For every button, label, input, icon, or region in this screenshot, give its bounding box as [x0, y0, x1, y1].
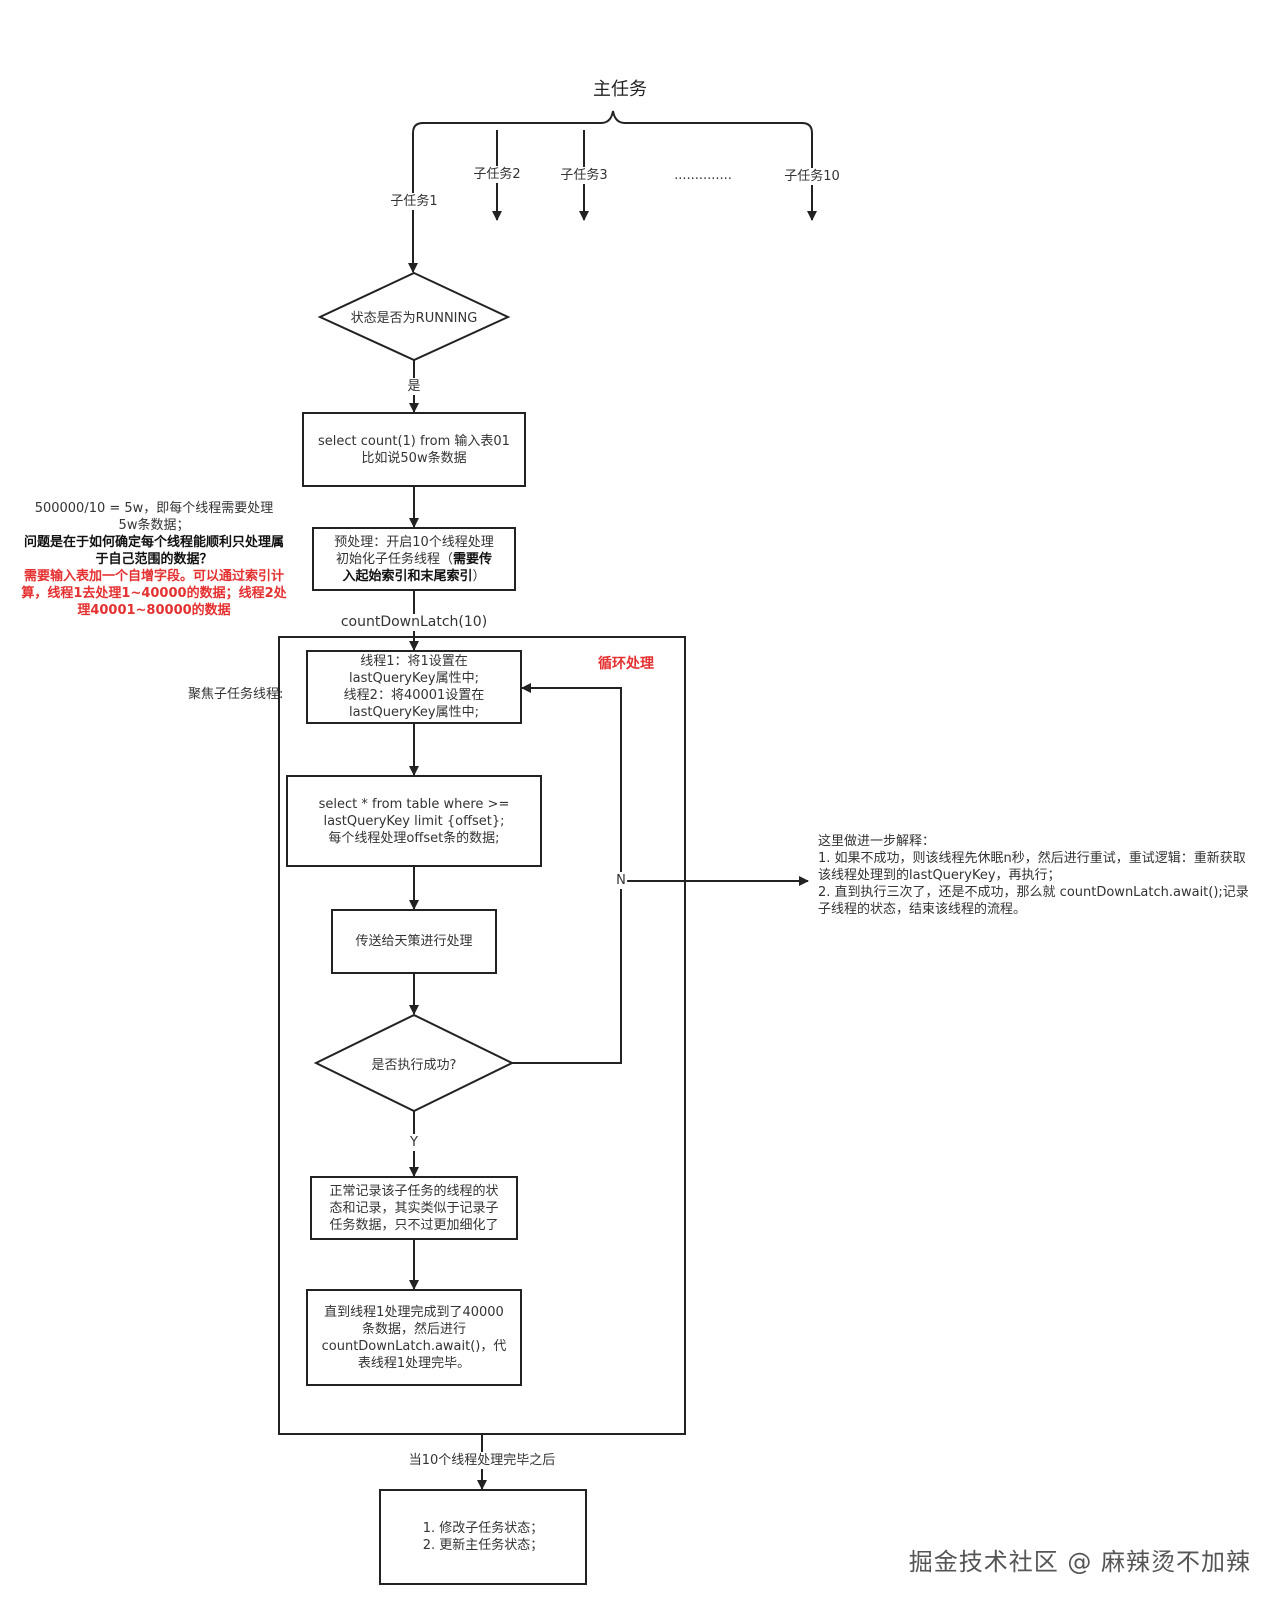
label-after: 当10个线程处理完毕之后	[408, 1452, 556, 1469]
box-record: 正常记录该子任务的线程的状 态和记录，其实类似于记录子 任务数据，只不过更加细化…	[311, 1177, 517, 1239]
box-thread-line4: lastQueryKey属性中;	[349, 705, 479, 720]
box-preprocess-line2-normal: 初始化子任务线程（	[335, 551, 453, 567]
box-send-shape	[331, 909, 497, 974]
box-record-line1: 正常记录该子任务的线程的状	[329, 1183, 499, 1199]
box-select-line2: lastQueryKey limit {offset};	[323, 813, 505, 829]
box-preprocess-line3-bold: 入起始索引和末尾索引	[342, 568, 473, 584]
box-record-line2: 态和记录，其实类似于记录子	[329, 1200, 499, 1216]
box-send: 传送给天策进行处理	[355, 934, 473, 949]
box-count-line1: select count(1) from 输入表01	[318, 433, 510, 449]
box-final-shape	[379, 1489, 587, 1585]
box-preprocess-line1: 预处理：开启10个线程处理	[334, 534, 494, 550]
subtask-3-label: 子任务3	[560, 167, 608, 184]
label-countdown: countDownLatch(10)	[340, 614, 488, 631]
box-final-line1: 1. 修改子任务状态；	[422, 1521, 544, 1536]
box-done-line3: countDownLatch.await()，代	[321, 1338, 507, 1354]
box-count: select count(1) from 输入表01 比如说50w条数据	[303, 413, 525, 486]
box-preprocess-line2: 初始化子任务线程（需要传	[336, 551, 492, 568]
left-note: 500000/10 = 5w，即每个线程需要处理 5w条数据； 问题是在于如何确…	[20, 500, 288, 619]
box-select-line3: 每个线程处理offset条的数据;	[328, 830, 500, 846]
box-done-shape	[306, 1289, 522, 1386]
label-y: Y	[410, 1134, 418, 1151]
main-task-brace	[412, 110, 813, 134]
label-focus: 聚焦子任务线程:	[188, 687, 284, 702]
subtask-1-label: 子任务1	[390, 193, 438, 210]
arrow-retry-loop	[512, 683, 622, 1064]
watermark: 掘金技术社区 @ 麻辣烫不加辣	[908, 1548, 1251, 1576]
box-thread-line1: 线程1：将1设置在	[360, 654, 468, 669]
box-final-line2: 2. 更新主任务状态；	[422, 1538, 544, 1553]
box-thread-line3: 线程2：将40001设置在	[343, 688, 485, 703]
left-note-answer: 需要输入表加一个自增字段。可以通过索引计算，线程1去处理1~40000的数据；线…	[21, 569, 287, 618]
label-yes: 是	[407, 378, 421, 395]
box-done-line2: 条数据，然后进行	[361, 1321, 466, 1337]
decision-success: 是否执行成功?	[371, 1057, 457, 1073]
right-note-line3: 2. 直到执行三次了，还是不成功，那么就 countDownLatch.awai…	[818, 885, 1249, 917]
box-thread-shape	[306, 650, 522, 724]
box-select: select * from table where >= lastQueryKe…	[287, 776, 541, 866]
decision-running: 状态是否为RUNNING	[350, 311, 478, 326]
box-preprocess-line3: 入起始索引和末尾索引）	[342, 568, 485, 585]
box-record-line3: 任务数据，只不过更加细化了	[329, 1217, 499, 1233]
right-note: 这里做进一步解释： 1. 如果不成功，则该线程先休眠n秒，然后进行重试，重试逻辑…	[818, 833, 1258, 918]
box-record-shape	[310, 1176, 518, 1240]
right-note-line2: 1. 如果不成功，则该线程先休眠n秒，然后进行重试，重试逻辑：重新获取该线程处理…	[818, 851, 1246, 883]
box-final: 1. 修改子任务状态； 2. 更新主任务状态；	[380, 1490, 586, 1584]
label-n: N	[615, 872, 627, 889]
box-done-line1: 直到线程1处理完成到了40000	[324, 1304, 504, 1320]
box-preprocess-line3-normal: ）	[472, 568, 486, 584]
subtask-ellipsis: ..............	[674, 168, 732, 183]
left-note-line1: 500000/10 = 5w，即每个线程需要处理	[34, 501, 274, 516]
box-preprocess-line2-bold: 需要传	[453, 551, 493, 567]
main-task-title: 主任务	[593, 79, 647, 100]
box-done-line4: 表线程1处理完毕。	[357, 1355, 471, 1371]
loop-title: 循环处理	[598, 656, 654, 672]
box-preprocess: 预处理：开启10个线程处理 初始化子任务线程（需要传 入起始索引和末尾索引）	[313, 528, 515, 590]
box-select-shape	[286, 775, 542, 867]
right-note-line1: 这里做进一步解释：	[818, 834, 936, 849]
left-note-question: 问题是在于如何确定每个线程能顺利只处理属于自己范围的数据？	[23, 535, 284, 567]
box-thread: 线程1：将1设置在 lastQueryKey属性中; 线程2：将40001设置在…	[307, 651, 521, 723]
subtask-10-label: 子任务10	[784, 168, 840, 185]
box-count-line2: 比如说50w条数据	[361, 450, 467, 466]
box-select-line1: select * from table where >=	[318, 796, 510, 812]
box-done: 直到线程1处理完成到了40000 条数据，然后进行 countDownLatch…	[307, 1290, 521, 1385]
box-thread-line2: lastQueryKey属性中;	[349, 671, 479, 686]
left-note-line2: 5w条数据；	[118, 518, 190, 533]
subtask-2-label: 子任务2	[473, 166, 521, 183]
